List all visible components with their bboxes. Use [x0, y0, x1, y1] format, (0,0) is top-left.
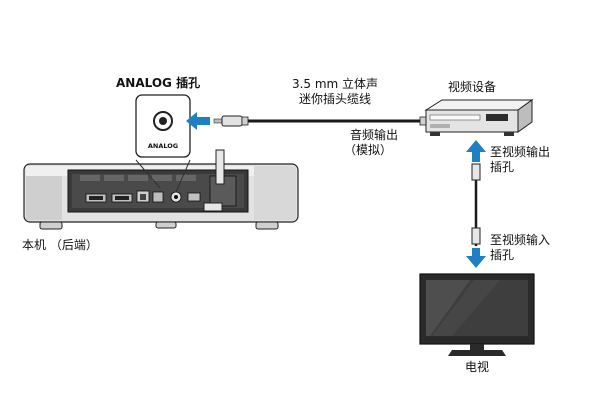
to-video-in-label-line1: 至视频输入 — [490, 233, 551, 247]
analog-jack-label: ANALOG 插孔 — [116, 76, 201, 90]
main-unit-rear — [23, 149, 299, 230]
to-video-out-label-line2: 插孔 — [490, 160, 515, 174]
audio-out-label-line1: 音频输出 — [350, 128, 399, 142]
arrow-to-video-in — [466, 248, 486, 268]
analog-jack-callout — [135, 94, 191, 158]
network-port — [136, 190, 150, 203]
arrow-to-video-out — [466, 140, 486, 162]
optical-port — [152, 191, 164, 203]
audio-out-label-line2: （模拟） — [344, 143, 393, 157]
jack-inner-label: ANALOG — [148, 142, 178, 150]
hdmi-port-2 — [111, 193, 133, 203]
usb-port — [187, 192, 201, 202]
video-cable — [471, 163, 481, 246]
hdmi-port-1 — [85, 193, 107, 203]
video-device — [424, 99, 534, 136]
television — [419, 273, 535, 356]
main-unit-rear-label: 本机 （后端） — [22, 238, 98, 252]
analog-port-on-unit — [170, 191, 182, 203]
cable-label-line1: 3.5 mm 立体声 — [291, 77, 379, 91]
to-video-out-label-line1: 至视频输出 — [490, 145, 551, 159]
to-video-in-label-line2: 插孔 — [490, 248, 515, 262]
cable-label-line2: 迷你插头缆线 — [298, 92, 371, 106]
callout-lines — [135, 159, 191, 193]
mini-plug-cable — [213, 115, 431, 127]
tv-label: 电视 — [465, 360, 490, 374]
video-device-label: 视频设备 — [448, 80, 497, 94]
arrow-into-analog-jack — [186, 112, 210, 130]
